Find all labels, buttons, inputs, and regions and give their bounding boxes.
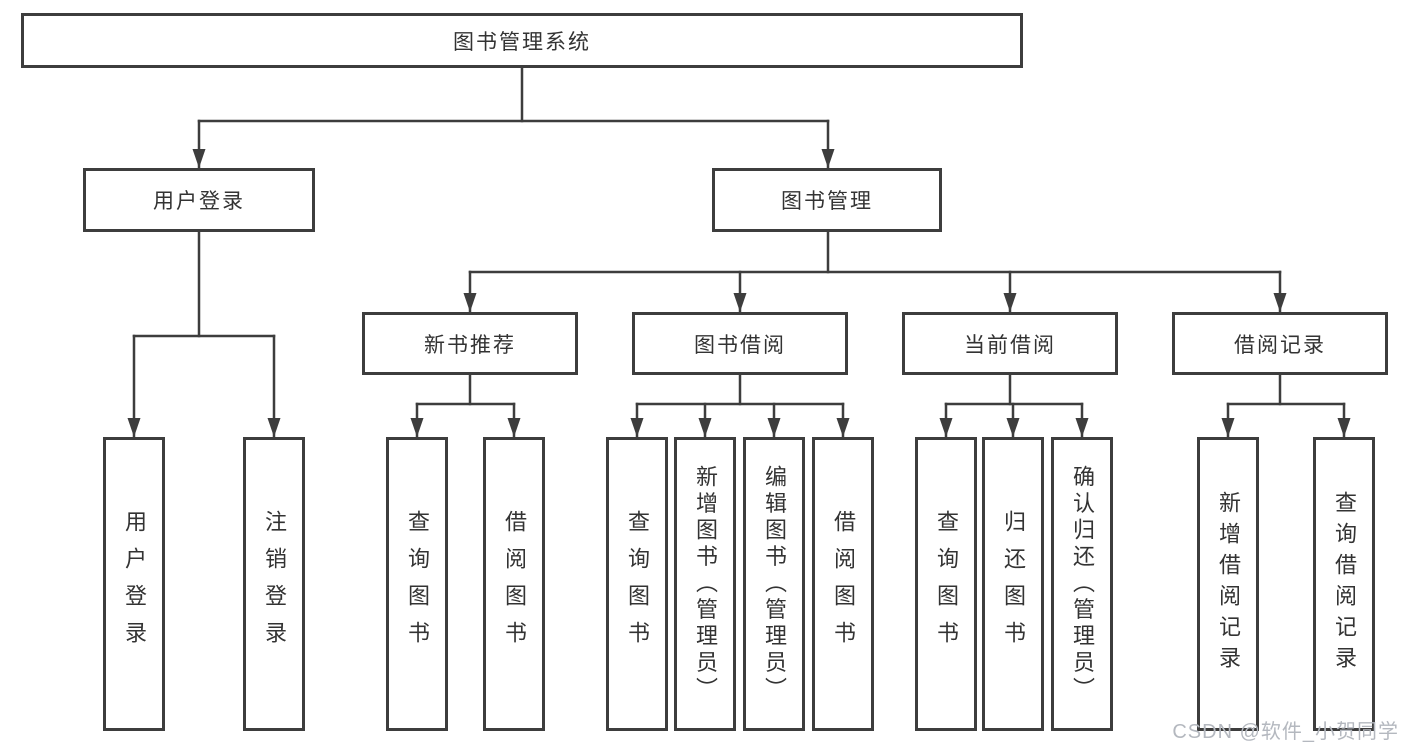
node-label: 当前借阅 xyxy=(964,333,1056,357)
node-label: 新书推荐 xyxy=(424,333,516,357)
leaf-confirm-return-admin: 确认归还（管理员） xyxy=(1051,437,1113,731)
node-label: 新增图书（管理员） xyxy=(693,464,718,704)
leaf-add-borrow-record: 新增借阅记录 xyxy=(1197,437,1259,731)
node-label: 确认归还（管理员） xyxy=(1070,464,1095,704)
connector-records-to-leaves xyxy=(1221,373,1351,439)
node-label: 归还图书 xyxy=(1001,510,1026,658)
node-label: 借阅图书 xyxy=(831,510,856,658)
leaf-add-book-admin: 新增图书（管理员） xyxy=(674,437,736,731)
node-label: 图书管理 xyxy=(781,190,873,213)
leaf-user-login: 用户登录 xyxy=(103,437,165,731)
node-borrowing-records: 借阅记录 xyxy=(1172,312,1388,375)
connector-new-book-to-leaves xyxy=(410,373,521,439)
connector-root-to-level2 xyxy=(192,66,835,170)
node-user-login: 用户登录 xyxy=(83,168,315,232)
node-label: 用户登录 xyxy=(122,510,147,658)
connector-book-management-to-level3 xyxy=(463,230,1287,314)
node-book-borrowing: 图书借阅 xyxy=(632,312,848,375)
node-label: 查询图书 xyxy=(405,510,430,658)
node-label: 借阅记录 xyxy=(1234,333,1326,357)
node-label: 图书借阅 xyxy=(694,333,786,357)
leaf-edit-book-admin: 编辑图书（管理员） xyxy=(743,437,805,731)
leaf-return-books: 归还图书 xyxy=(982,437,1044,731)
node-new-book-recommend: 新书推荐 xyxy=(362,312,578,375)
node-label: 图书管理系统 xyxy=(453,30,591,54)
csdn-watermark: CSDN @软件_小贺同学 xyxy=(1172,721,1399,743)
node-label: 查询借阅记录 xyxy=(1332,491,1357,677)
leaf-query-borrow-record: 查询借阅记录 xyxy=(1313,437,1375,731)
node-book-management-system: 图书管理系统 xyxy=(21,13,1023,68)
node-book-management: 图书管理 xyxy=(712,168,942,232)
node-label: 编辑图书（管理员） xyxy=(762,464,787,704)
connector-current-to-leaves xyxy=(939,373,1089,439)
node-label: 注销登录 xyxy=(262,510,287,658)
leaf-query-books-borrow: 查询图书 xyxy=(606,437,668,731)
node-label: 查询图书 xyxy=(934,510,959,658)
connector-borrowing-to-leaves xyxy=(630,373,850,439)
leaf-borrow-books-recommend: 借阅图书 xyxy=(483,437,545,731)
node-current-borrowing: 当前借阅 xyxy=(902,312,1118,375)
leaf-query-books-recommend: 查询图书 xyxy=(386,437,448,731)
node-label: 新增借阅记录 xyxy=(1216,491,1241,677)
leaf-query-books-current: 查询图书 xyxy=(915,437,977,731)
leaf-borrow-books: 借阅图书 xyxy=(812,437,874,731)
node-label: 借阅图书 xyxy=(502,510,527,658)
leaf-logout: 注销登录 xyxy=(243,437,305,731)
connector-user-login-to-leaves xyxy=(127,230,281,439)
node-label: 用户登录 xyxy=(153,190,245,213)
node-label: 查询图书 xyxy=(625,510,650,658)
